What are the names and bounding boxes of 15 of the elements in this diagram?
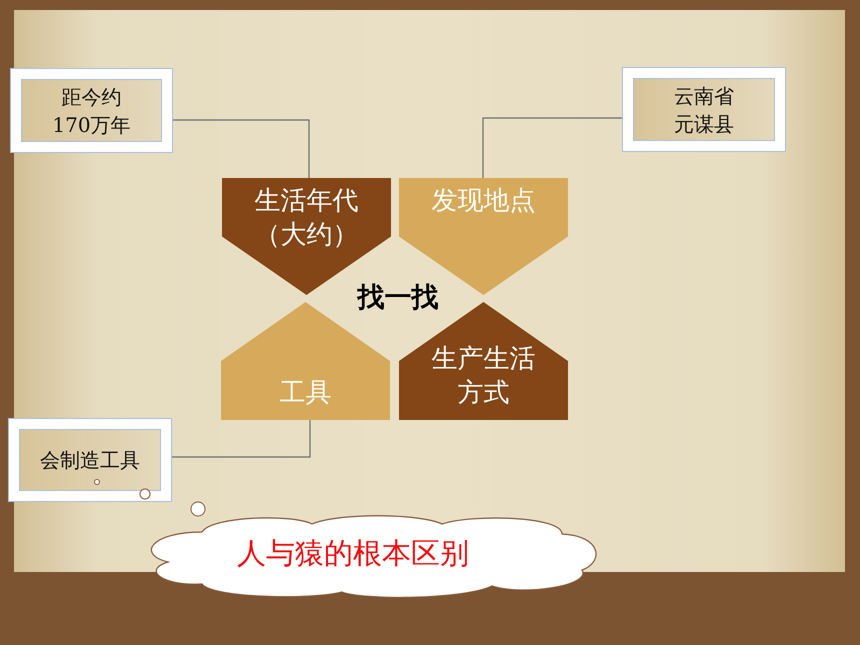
center-title: 找一找: [356, 281, 440, 315]
cloud-text: 人与猿的根本区别: [236, 535, 470, 572]
shape-label: 生活年代（大约）: [254, 185, 360, 252]
text-card: [10, 68, 173, 153]
shape-label: 工具: [278, 377, 332, 410]
card-text: 云南省元谋县: [673, 82, 735, 138]
card-text: 会制造工具: [39, 447, 141, 474]
connector-line: [482, 117, 622, 178]
card-text: 距今约170万年: [51, 84, 132, 138]
text-card: [8, 418, 172, 502]
shape-label: 发现地点: [430, 185, 536, 218]
text-card: [622, 67, 786, 152]
shape-label: 生产生活方式: [430, 343, 536, 410]
connector-line: [173, 119, 310, 178]
connector-line: [172, 420, 311, 458]
